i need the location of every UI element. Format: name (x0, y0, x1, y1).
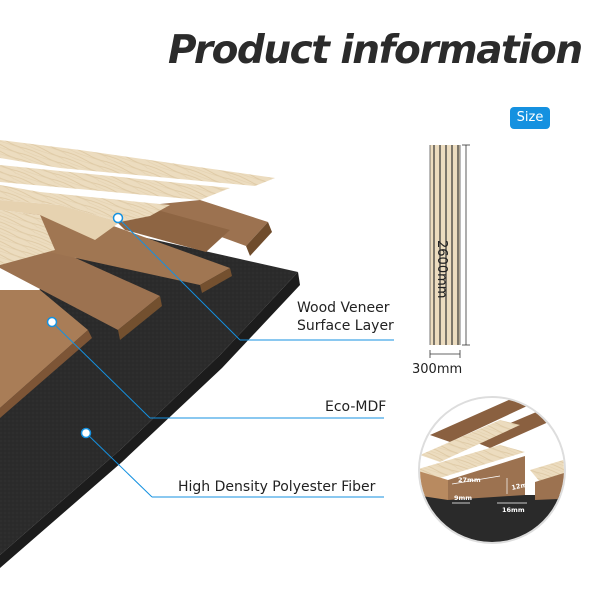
cross-section-closeup: 27mm 12mm 9mm 16mm (418, 396, 566, 544)
panel-elevation (429, 144, 470, 358)
gap-label: 9mm (454, 494, 472, 502)
veneer-label-line1: Wood Veneer (297, 300, 390, 316)
callout-lines (46, 212, 394, 498)
veneer-label: Wood Veneer Surface Layer (297, 299, 394, 335)
slat-width-label: 27mm (458, 476, 481, 484)
polyester-fiber-layer (0, 232, 300, 568)
felt-thickness-label: 16mm (502, 506, 525, 514)
size-badge: Size (510, 107, 550, 129)
height-dimension: 2600mm (434, 240, 449, 299)
veneer-label-line2: Surface Layer (297, 318, 394, 334)
width-dimension: 300mm (412, 362, 463, 377)
page-title: Product information (168, 28, 583, 73)
mdf-label: Eco-MDF (325, 399, 387, 415)
fiber-label: High Density Polyester Fiber (178, 479, 376, 495)
wood-veneer-layer (0, 140, 275, 265)
